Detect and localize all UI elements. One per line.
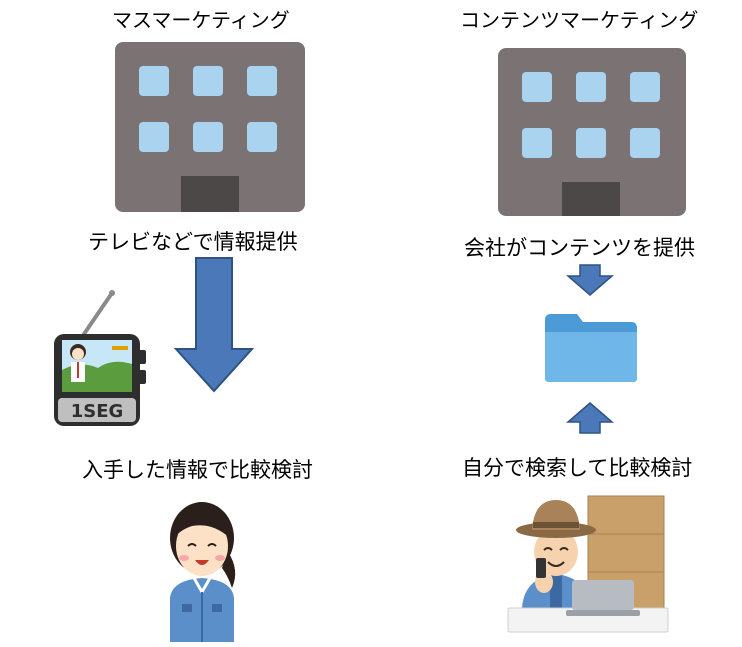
mass-marketing-title: マスマーケティング [112, 8, 290, 32]
right-caption-company-provides: 会社がコンテンツを提供 [464, 236, 695, 260]
woman-person-icon [170, 502, 236, 642]
company-building-icon [115, 42, 305, 212]
tv-1seg-label: 1SEG [71, 401, 124, 422]
company-building-icon [498, 48, 686, 216]
right-caption-search-compare: 自分で検索して比較検討 [462, 456, 693, 480]
content-marketing-title: コンテンツマーケティング [460, 8, 699, 32]
left-caption-provide-info: テレビなどで情報提供 [88, 230, 298, 254]
small-down-arrow-icon [565, 264, 615, 296]
man-searching-with-phone-icon [507, 495, 669, 633]
portable-tv-icon: 1SEG [54, 290, 146, 426]
folder-icon [545, 314, 637, 382]
small-up-arrow-icon [565, 402, 615, 434]
down-arrow-icon [173, 257, 255, 393]
left-caption-compare: 入手した情報で比較検討 [82, 458, 313, 482]
